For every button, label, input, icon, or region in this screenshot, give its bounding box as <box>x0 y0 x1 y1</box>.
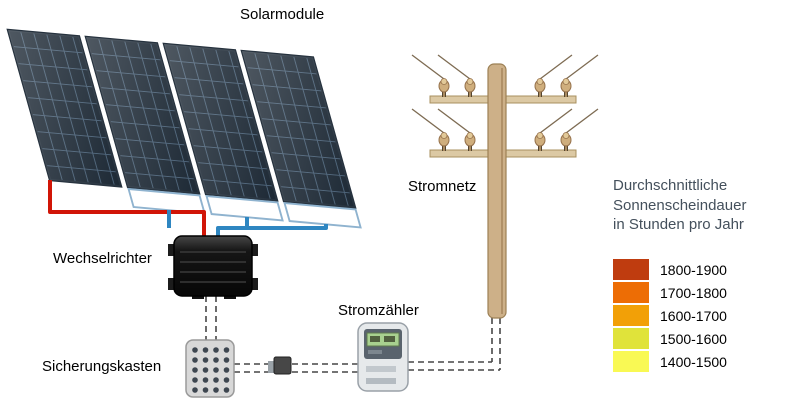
legend-color-swatch <box>613 305 649 326</box>
legend-color-swatch <box>613 351 649 372</box>
legend-items: 1800-1900 1700-1800 1600-1700 1500-1600 … <box>613 259 791 373</box>
legend-item: 1800-1900 <box>613 259 791 281</box>
inverter-box <box>168 235 258 299</box>
dc-wire-red <box>48 180 206 242</box>
legend-title: Durchschnittliche Sonnenscheindauer in S… <box>613 177 747 233</box>
legend-item: 1600-1700 <box>613 305 791 327</box>
legend-item: 1700-1800 <box>613 282 791 304</box>
legend: Durchschnittliche Sonnenscheindauer in S… <box>613 176 791 374</box>
legend-item: 1400-1500 <box>613 351 791 373</box>
utility-pole <box>411 54 599 319</box>
fuse-box <box>185 339 235 398</box>
electricity-meter <box>357 322 409 392</box>
label-solar-modules: Solarmodule <box>240 6 325 23</box>
panel-mounting-frames <box>127 187 362 229</box>
legend-range-label: 1800-1900 <box>660 261 727 278</box>
dashed-connections <box>205 296 501 373</box>
overhead-wires <box>411 54 599 134</box>
legend-item: 1500-1600 <box>613 328 791 350</box>
legend-range-label: 1700-1800 <box>660 284 727 301</box>
legend-range-label: 1500-1600 <box>660 330 727 347</box>
label-fuse-box: Sicherungskasten <box>42 358 162 375</box>
junction-connector <box>268 356 292 375</box>
legend-color-swatch <box>613 328 649 349</box>
legend-range-label: 1400-1500 <box>660 353 727 370</box>
solar-array <box>6 28 362 229</box>
dc-wire-blue <box>167 210 328 242</box>
legend-range-label: 1600-1700 <box>660 307 727 324</box>
legend-color-swatch <box>613 259 649 280</box>
label-meter: Stromzähler <box>338 302 419 319</box>
legend-color-swatch <box>613 282 649 303</box>
label-grid: Stromnetz <box>408 178 477 195</box>
label-inverter: Wechselrichter <box>53 250 152 267</box>
